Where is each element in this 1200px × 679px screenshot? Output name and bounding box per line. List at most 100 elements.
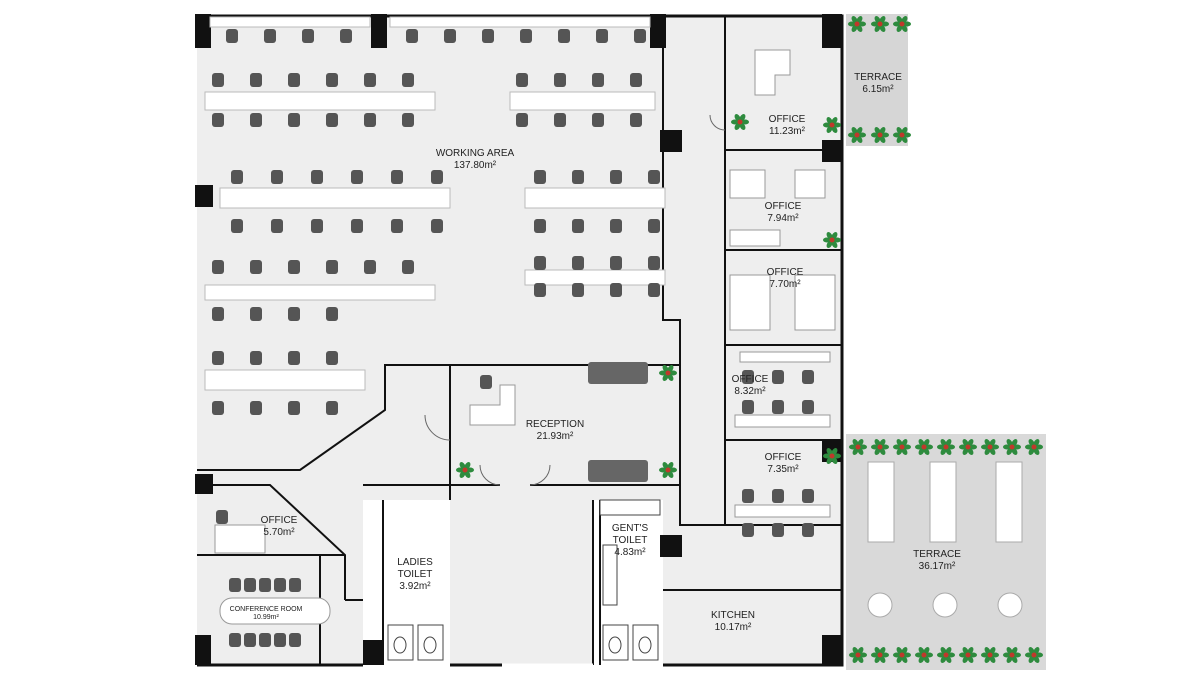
office-chair-icon xyxy=(244,633,256,647)
column xyxy=(822,635,842,665)
office-chair-icon xyxy=(772,489,784,503)
office-chair-icon xyxy=(231,170,243,184)
office-chair-icon xyxy=(742,523,754,537)
label-terrace-top: TERRACE 6.15m² xyxy=(854,72,902,96)
office-chair-icon xyxy=(520,29,532,43)
office-chair-icon xyxy=(592,113,604,127)
office-chair-icon xyxy=(226,29,238,43)
column xyxy=(195,474,213,494)
office-desk xyxy=(734,414,831,428)
office-chair-icon xyxy=(742,489,754,503)
room-area: 7.70m² xyxy=(769,279,801,290)
room-name: OFFICE xyxy=(731,374,769,385)
potted-plant-icon xyxy=(915,438,933,456)
column xyxy=(371,14,387,48)
potted-plant-icon xyxy=(871,646,889,664)
room-name: TERRACE xyxy=(854,72,902,83)
room-name: TERRACE xyxy=(913,549,961,560)
potted-plant-icon xyxy=(849,438,867,456)
potted-plant-icon xyxy=(1025,646,1043,664)
room-name: OFFICE xyxy=(766,267,804,278)
office-chair-icon xyxy=(364,260,376,274)
potted-plant-icon xyxy=(893,646,911,664)
column xyxy=(195,185,213,207)
room-name: WORKING AREA xyxy=(435,148,515,159)
label-office-5: OFFICE 7.35m² xyxy=(765,452,802,476)
office-chair-icon xyxy=(274,633,286,647)
office-chair-icon xyxy=(288,260,300,274)
office-chair-icon xyxy=(326,113,338,127)
office-chair-icon xyxy=(648,219,660,233)
office-chair-icon xyxy=(271,170,283,184)
sofa-icon xyxy=(588,362,648,384)
chairs xyxy=(212,29,814,647)
office-chair-icon xyxy=(288,73,300,87)
left-offices-wall xyxy=(197,484,363,665)
office-chair-icon xyxy=(351,219,363,233)
office-chair-icon xyxy=(340,29,352,43)
office-chair-icon xyxy=(289,578,301,592)
conference-table xyxy=(219,597,331,625)
room-name: OFFICE xyxy=(764,201,802,212)
office-chair-icon xyxy=(250,73,262,87)
office-desk xyxy=(729,274,771,331)
room-area: 7.94m² xyxy=(767,213,799,224)
walls xyxy=(197,14,844,667)
potted-plant-icon xyxy=(937,646,955,664)
office-chair-icon xyxy=(742,400,754,414)
label-kitchen: KITCHEN 10.17m² xyxy=(711,610,755,634)
potted-plant-icon xyxy=(959,646,977,664)
office-chair-icon xyxy=(516,113,528,127)
urinal xyxy=(602,544,618,606)
label-office-4: OFFICE 8.32m² xyxy=(732,374,769,398)
office-chair-icon xyxy=(364,113,376,127)
desk-row xyxy=(209,16,371,28)
desk-row xyxy=(204,369,366,391)
working-area-wall xyxy=(197,364,680,500)
office-chair-icon xyxy=(250,351,262,365)
column xyxy=(363,640,383,665)
column xyxy=(195,635,211,665)
column xyxy=(822,140,842,162)
office-chair-icon xyxy=(554,113,566,127)
room-area: 7.35m² xyxy=(767,464,799,475)
office-chair-icon xyxy=(302,29,314,43)
room-area: 5.70m² xyxy=(263,527,295,538)
label-office-left: OFFICE 5.70m² xyxy=(261,515,298,539)
office-chair-icon xyxy=(742,370,754,384)
office-chair-icon xyxy=(311,219,323,233)
office-chair-icon xyxy=(482,29,494,43)
room-name: GENT'S xyxy=(611,523,649,534)
room-area: 36.17m² xyxy=(918,561,956,572)
office-chair-icon xyxy=(229,578,241,592)
office-chair-icon xyxy=(326,260,338,274)
columns xyxy=(195,14,842,665)
potted-plant-icon xyxy=(848,126,866,144)
office-chair-icon xyxy=(572,219,584,233)
label-office-top: OFFICE 11.23m² xyxy=(769,114,806,138)
room-name: LADIES xyxy=(397,557,433,568)
potted-plant-icon xyxy=(823,231,841,249)
office-chair-icon xyxy=(610,219,622,233)
office-chair-icon xyxy=(772,370,784,384)
label-conference: CONFERENCE ROOM 10.99m² xyxy=(230,606,303,622)
room-area: 3.92m² xyxy=(399,581,431,592)
desk-row xyxy=(524,187,666,209)
office-chair-icon xyxy=(634,29,646,43)
potted-plant-icon xyxy=(1003,438,1021,456)
office-furniture xyxy=(214,49,836,625)
reception-door-arcs xyxy=(424,114,726,486)
office-chair-icon xyxy=(231,219,243,233)
office-desk xyxy=(794,169,826,199)
toilet-icon xyxy=(423,636,437,654)
label-office-2: OFFICE 7.94m² xyxy=(765,201,802,225)
office-chair-icon xyxy=(402,113,414,127)
desk-row xyxy=(524,269,666,286)
office-desk xyxy=(214,524,266,554)
potted-plant-icon xyxy=(1003,646,1021,664)
office-chair-icon xyxy=(229,633,241,647)
sofa-icon xyxy=(588,460,648,482)
label-terrace-big: TERRACE 36.17m² xyxy=(913,549,961,573)
office-chair-icon xyxy=(250,260,262,274)
